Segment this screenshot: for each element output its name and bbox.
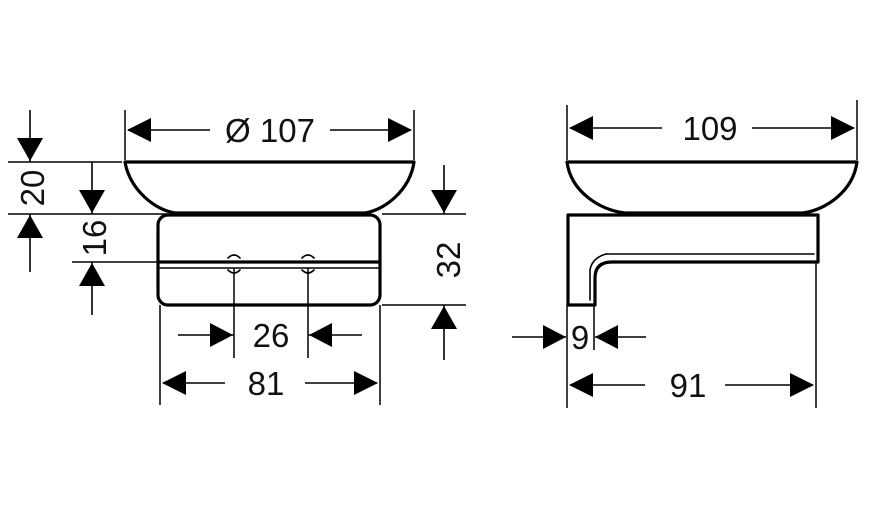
front-holder-body xyxy=(156,213,382,307)
arrow xyxy=(543,325,566,349)
side-bracket xyxy=(566,213,820,307)
arrow xyxy=(569,116,593,140)
arrow xyxy=(354,371,378,395)
dim-label-32: 32 xyxy=(430,242,467,279)
arrow xyxy=(79,190,105,213)
front-view: Ø 107 20 16 32 26 81 xyxy=(8,110,467,405)
dim-label-109: 109 xyxy=(682,110,737,147)
arrow xyxy=(309,323,332,347)
arrow xyxy=(17,138,43,161)
arrow xyxy=(831,116,855,140)
dim-label-16: 16 xyxy=(76,220,113,257)
dim-label-81: 81 xyxy=(248,365,285,402)
side-view: 109 9 91 xyxy=(512,100,859,408)
dim-label-20: 20 xyxy=(14,170,51,207)
arrow xyxy=(162,371,186,395)
side-dish-bowl xyxy=(565,160,859,215)
arrow xyxy=(595,325,618,349)
side-bracket-bend xyxy=(589,253,607,301)
arrow xyxy=(569,373,593,397)
arrow xyxy=(431,190,457,213)
dim-label-26: 26 xyxy=(253,317,290,354)
arrow xyxy=(17,215,43,238)
arrow xyxy=(79,263,105,286)
arrow xyxy=(388,118,412,142)
arrow xyxy=(790,373,814,397)
dim-label-9: 9 xyxy=(571,319,589,356)
dim-label-diameter-107: Ø 107 xyxy=(225,112,315,149)
dim-label-91: 91 xyxy=(670,367,707,404)
arrow xyxy=(431,306,457,329)
arrow xyxy=(210,323,233,347)
arrow xyxy=(127,118,151,142)
front-dish-bowl xyxy=(123,160,416,215)
